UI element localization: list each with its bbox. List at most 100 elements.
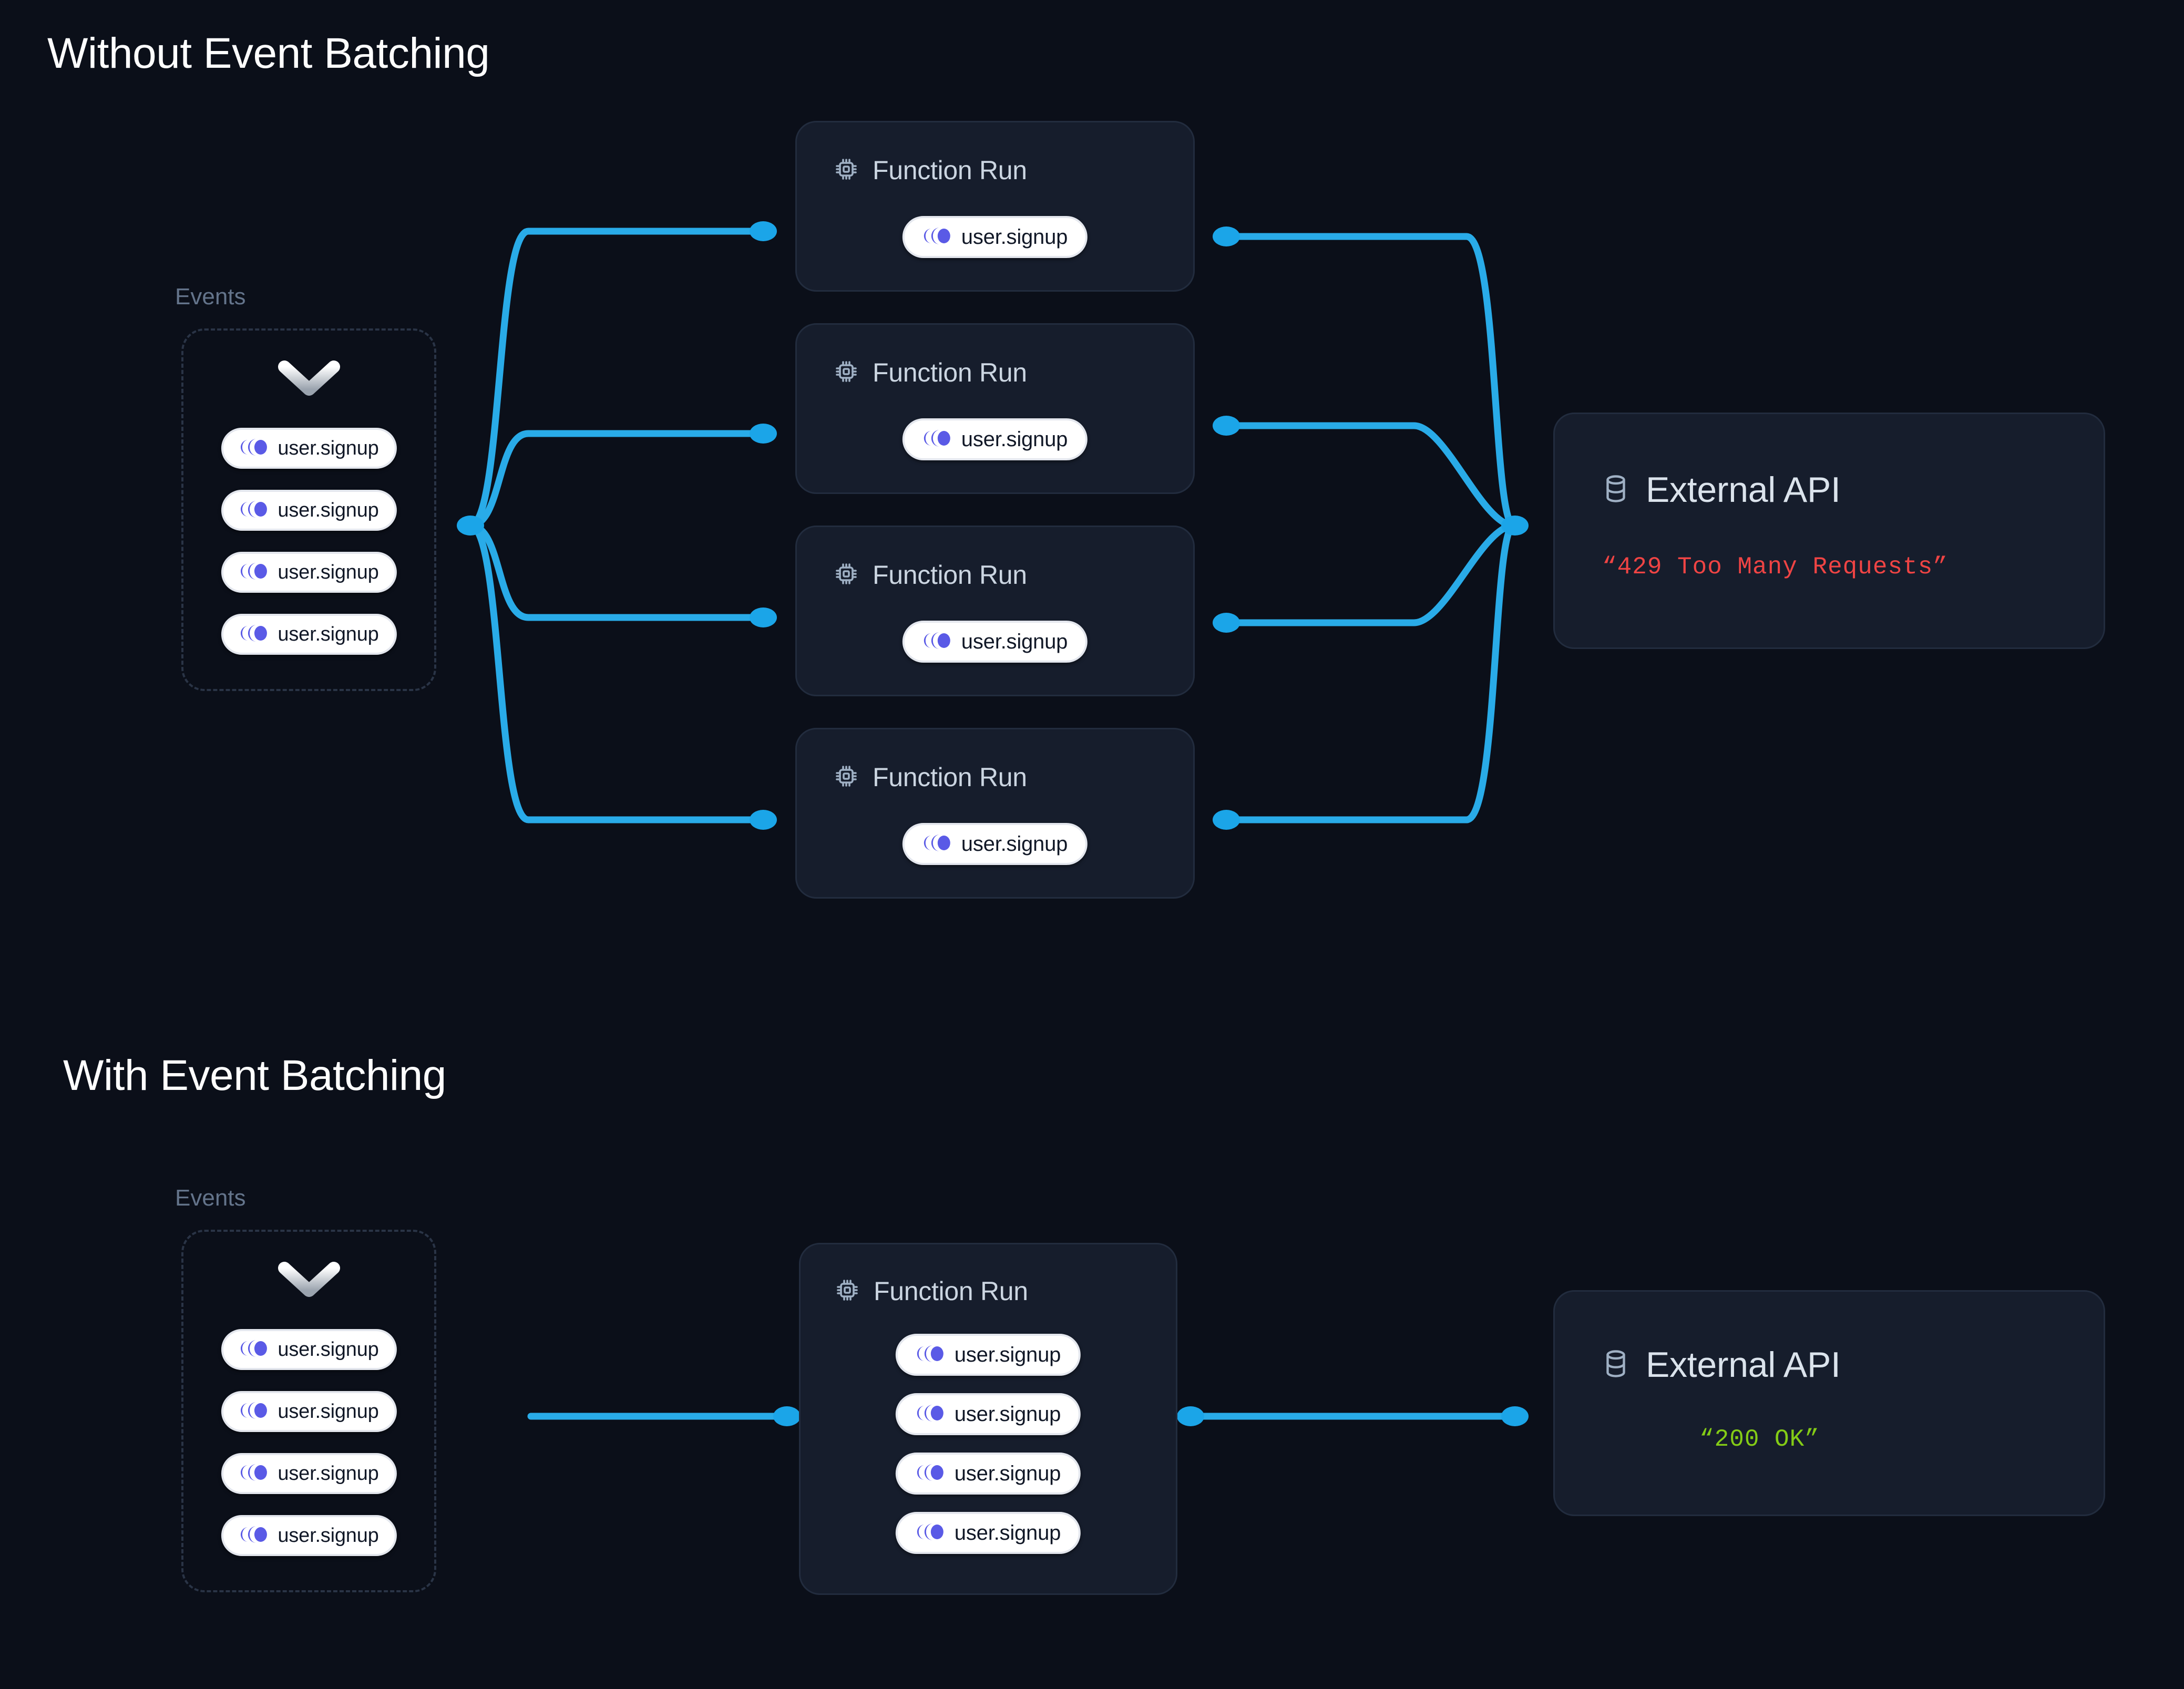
event-name: user.signup xyxy=(278,499,379,521)
event-pulse-icon xyxy=(239,1400,267,1424)
section-title-with-batching: With Event Batching xyxy=(63,1052,446,1099)
edge-node-dot xyxy=(1501,516,1529,535)
cpu-chip-icon xyxy=(835,1278,860,1305)
function-run-event-list: user.signup xyxy=(902,621,1088,663)
function-run-event-list: user.signup xyxy=(902,823,1088,865)
database-icon xyxy=(1599,1347,1632,1383)
edge-node-dot xyxy=(750,221,777,241)
edge-node-dot xyxy=(457,516,484,535)
event-list-top: user.signup user.signup xyxy=(221,428,397,655)
external-api-header: External API xyxy=(1599,1344,1841,1385)
cpu-chip-icon xyxy=(834,359,859,387)
chevron-down-icon xyxy=(278,359,340,400)
event-pulse-icon xyxy=(916,1462,944,1486)
function-run-card[interactable]: Function Run user.signup xyxy=(795,323,1195,494)
function-run-header: Function Run xyxy=(835,1276,1028,1306)
event-name: user.signup xyxy=(278,561,379,583)
external-api-card[interactable]: External API “429 Too Many Requests” xyxy=(1553,413,2105,649)
event-pulse-icon xyxy=(239,437,267,460)
event-name: user.signup xyxy=(961,225,1068,249)
event-pill[interactable]: user.signup xyxy=(902,823,1088,865)
event-name: user.signup xyxy=(954,1343,1061,1366)
event-pill[interactable]: user.signup xyxy=(221,1453,397,1494)
event-name: user.signup xyxy=(278,1338,379,1361)
event-pill[interactable]: user.signup xyxy=(221,1329,397,1370)
edge-node-dot xyxy=(1213,416,1240,436)
function-run-card[interactable]: Function Run user.signup xyxy=(795,526,1195,696)
external-api-card[interactable]: External API “200 OK” xyxy=(1553,1290,2105,1516)
events-group-top: user.signup user.signup xyxy=(181,328,436,691)
function-run-event-list: user.signup user.signup xyxy=(895,1334,1081,1554)
cpu-chip-icon xyxy=(834,561,859,589)
event-name: user.signup xyxy=(278,623,379,645)
database-icon xyxy=(1599,472,1632,508)
status-badge: “200 OK” xyxy=(1699,1426,1820,1453)
event-list-bottom: user.signup user.signup xyxy=(221,1329,397,1556)
event-pill[interactable]: user.signup xyxy=(902,418,1088,460)
function-run-event-list: user.signup xyxy=(902,418,1088,460)
function-run-card-batched[interactable]: Function Run user.signup xyxy=(799,1243,1177,1595)
event-pulse-icon xyxy=(239,1462,267,1486)
event-pill[interactable]: user.signup xyxy=(895,1512,1081,1554)
external-api-title: External API xyxy=(1646,1345,1841,1385)
external-api-header: External API xyxy=(1599,469,1841,510)
event-pulse-icon xyxy=(916,1521,944,1545)
event-pulse-icon xyxy=(922,225,951,249)
event-pulse-icon xyxy=(922,428,951,451)
event-name: user.signup xyxy=(961,832,1068,856)
event-pulse-icon xyxy=(922,630,951,654)
event-pulse-icon xyxy=(239,623,267,646)
function-run-header: Function Run xyxy=(834,560,1027,590)
function-run-event-list: user.signup xyxy=(902,216,1088,258)
event-pill[interactable]: user.signup xyxy=(221,428,397,469)
event-name: user.signup xyxy=(278,1524,379,1547)
event-pill[interactable]: user.signup xyxy=(221,552,397,593)
event-name: user.signup xyxy=(961,427,1068,451)
event-pill[interactable]: user.signup xyxy=(221,614,397,655)
event-pulse-icon xyxy=(916,1343,944,1367)
event-pill[interactable]: user.signup xyxy=(902,621,1088,663)
event-pill[interactable]: user.signup xyxy=(895,1453,1081,1495)
cpu-chip-icon xyxy=(834,764,859,791)
event-pill[interactable]: user.signup xyxy=(221,490,397,531)
event-pill[interactable]: user.signup xyxy=(895,1334,1081,1376)
function-run-title: Function Run xyxy=(874,1276,1028,1306)
event-name: user.signup xyxy=(961,630,1068,653)
edge-node-dot xyxy=(750,424,777,444)
edge-node-dot xyxy=(1213,226,1240,246)
events-label-top: Events xyxy=(175,284,246,310)
events-label-bottom: Events xyxy=(175,1185,246,1211)
function-run-title: Function Run xyxy=(873,763,1027,792)
status-badge: “429 Too Many Requests” xyxy=(1602,553,1948,581)
event-pill[interactable]: user.signup xyxy=(221,1391,397,1432)
function-run-card[interactable]: Function Run user.signup xyxy=(795,728,1195,899)
function-run-header: Function Run xyxy=(834,357,1027,388)
event-name: user.signup xyxy=(278,437,379,459)
event-pulse-icon xyxy=(239,1524,267,1548)
event-pulse-icon xyxy=(239,561,267,584)
event-pulse-icon xyxy=(922,832,951,856)
edge-node-dot xyxy=(750,810,777,830)
function-run-title: Function Run xyxy=(873,156,1027,185)
edge-node-dot xyxy=(1501,1406,1529,1426)
function-run-card[interactable]: Function Run user.signup xyxy=(795,121,1195,292)
edge-node-dot xyxy=(773,1406,801,1426)
event-name: user.signup xyxy=(278,1400,379,1423)
event-pill[interactable]: user.signup xyxy=(895,1393,1081,1435)
function-run-header: Function Run xyxy=(834,155,1027,186)
function-run-title: Function Run xyxy=(873,560,1027,590)
event-pill[interactable]: user.signup xyxy=(221,1515,397,1556)
chevron-down-icon xyxy=(278,1261,340,1301)
event-pill[interactable]: user.signup xyxy=(902,216,1088,258)
cpu-chip-icon xyxy=(834,157,859,184)
event-name: user.signup xyxy=(278,1462,379,1485)
event-pulse-icon xyxy=(916,1403,944,1426)
external-api-title: External API xyxy=(1646,470,1841,510)
edge-node-dot xyxy=(1213,810,1240,830)
function-run-title: Function Run xyxy=(873,358,1027,387)
section-title-without-batching: Without Event Batching xyxy=(47,29,490,77)
event-name: user.signup xyxy=(954,1461,1061,1485)
edge-node-dot xyxy=(750,607,777,627)
edge-node-dot xyxy=(1213,613,1240,633)
